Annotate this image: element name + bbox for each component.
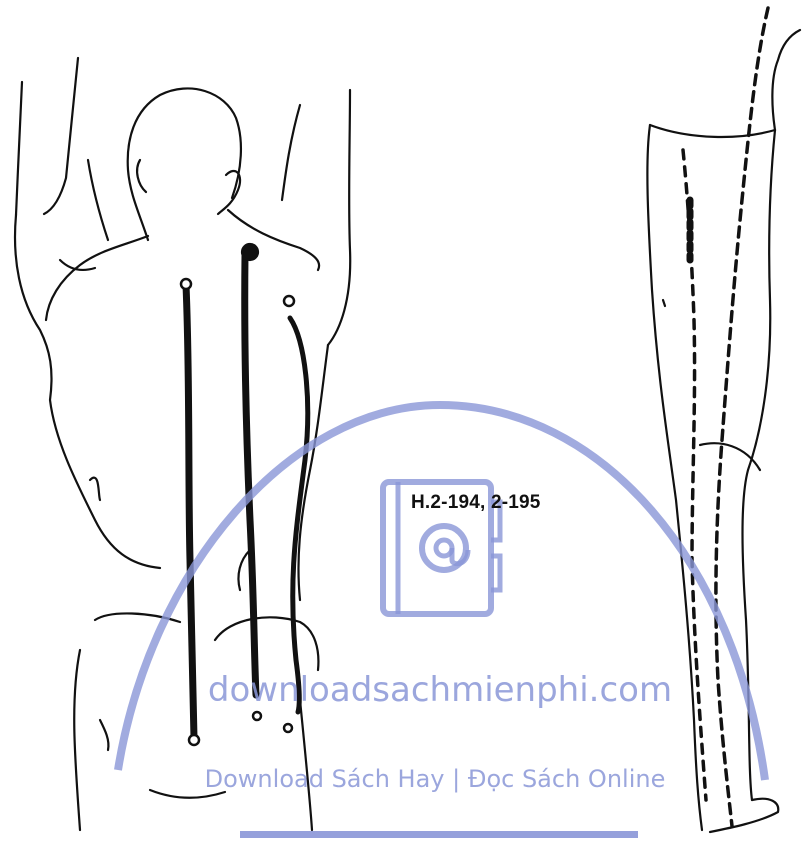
watermark-bar	[240, 831, 638, 838]
watermark-site: downloadsachmienphi.com	[200, 670, 680, 710]
watermark-ring	[118, 405, 765, 780]
watermark-graphics	[118, 405, 765, 780]
watermark-tagline: Download Sách Hay | Đọc Sách Online	[200, 765, 670, 793]
figure-caption: H.2-194, 2-195	[411, 492, 541, 514]
back-view-figure	[15, 58, 350, 830]
